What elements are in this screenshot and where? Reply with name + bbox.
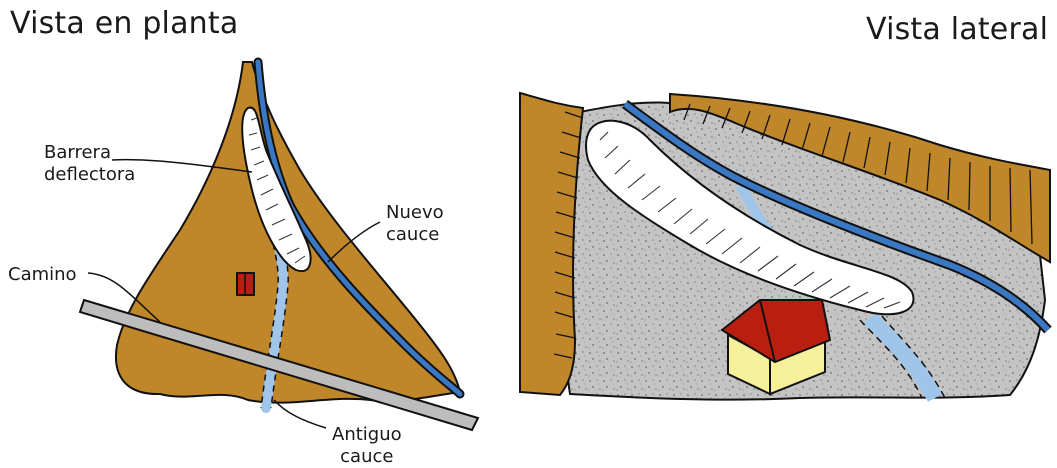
side-view	[520, 93, 1050, 400]
new-channel-label-line2: cauce	[386, 224, 444, 246]
old-channel-label-line2: cauce	[332, 446, 402, 468]
new-channel-label: Nuevo cauce	[386, 202, 444, 246]
new-channel-label-line1: Nuevo	[386, 202, 444, 224]
barrier-label-line1: Barrera	[44, 142, 135, 164]
road-label: Camino	[8, 264, 77, 286]
barrier-label-line2: deflectora	[44, 164, 135, 186]
old-channel-leader	[274, 400, 326, 428]
old-channel-label-line1: Antiguo	[332, 424, 402, 446]
barrier-label: Barrera deflectora	[44, 142, 135, 186]
plan-view	[80, 62, 478, 430]
old-channel-label: Antiguo cauce	[332, 424, 402, 468]
left-bank	[520, 93, 583, 395]
